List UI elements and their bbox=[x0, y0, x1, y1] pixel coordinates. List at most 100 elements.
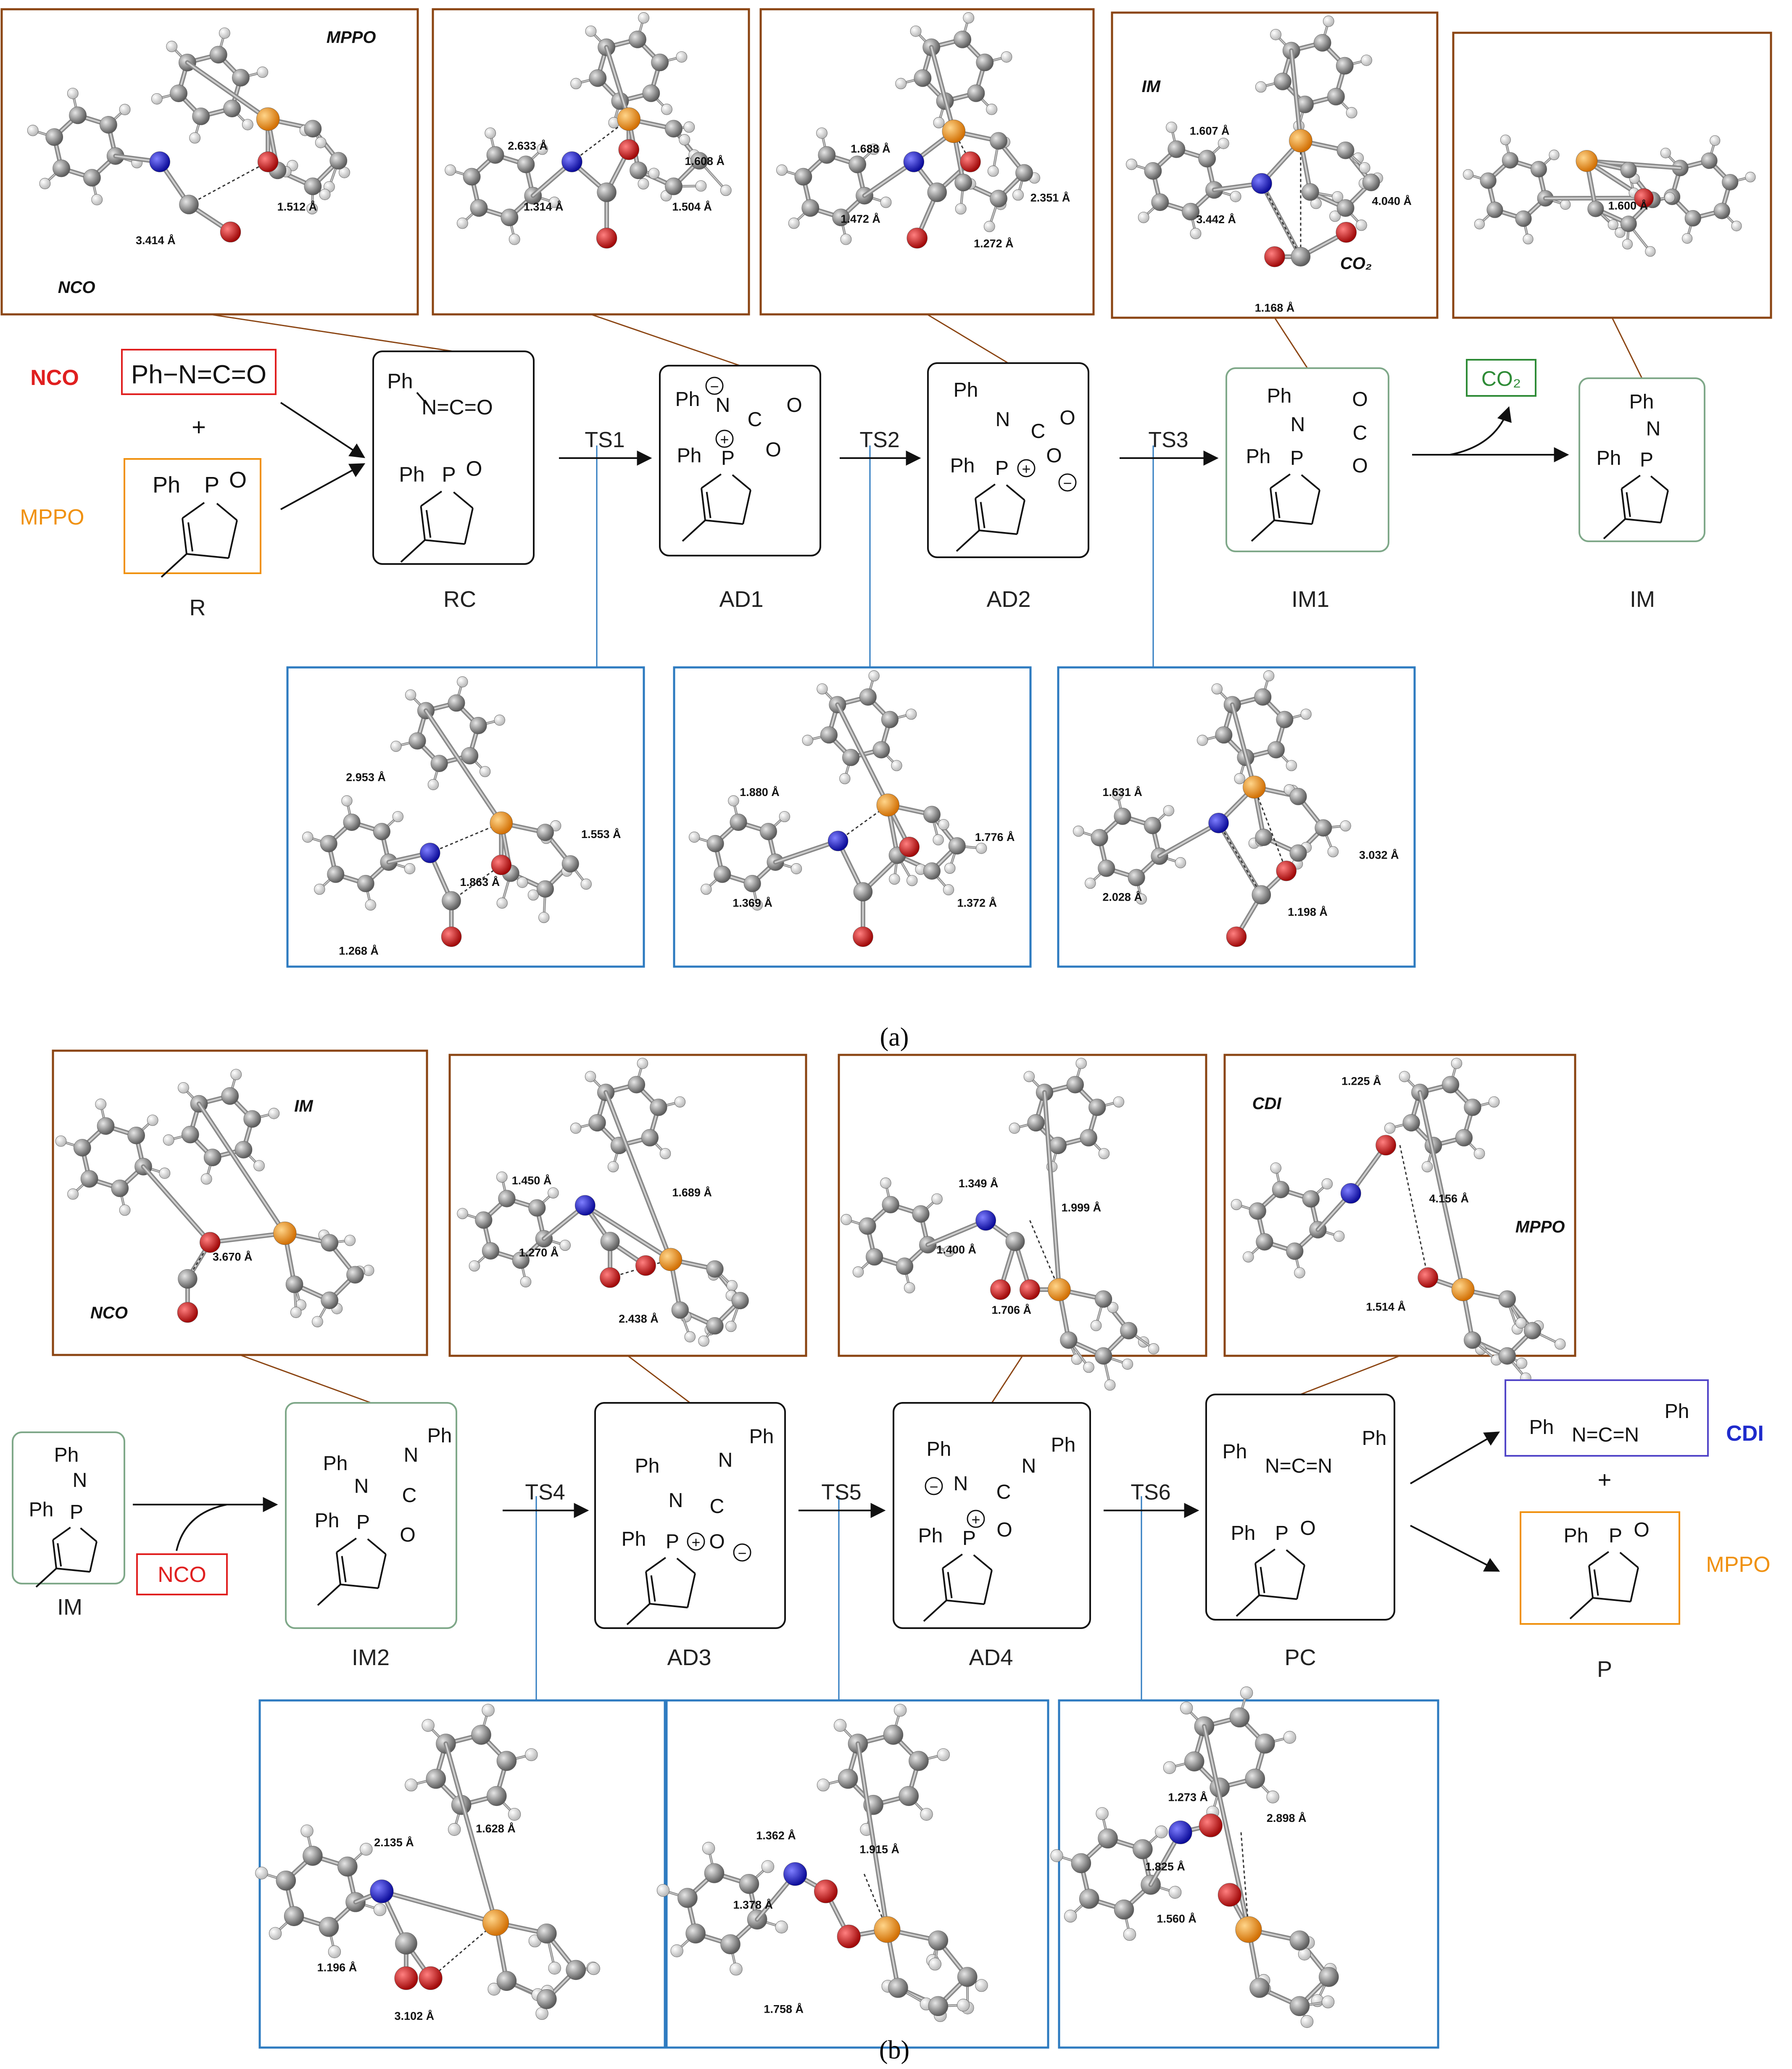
hydrogen-atom bbox=[1211, 683, 1223, 695]
top-geometry-box bbox=[0, 8, 419, 316]
carbon-atom bbox=[430, 755, 448, 772]
nco-add-box bbox=[136, 1553, 228, 1595]
structure-bond bbox=[626, 1603, 651, 1625]
carbon-atom bbox=[1289, 1996, 1310, 2016]
fragment-tag: MPPO bbox=[1515, 1218, 1565, 1236]
phosphorus-atom bbox=[1235, 1916, 1262, 1943]
hydrogen-atom bbox=[895, 78, 907, 90]
cdi-product-box bbox=[1505, 1379, 1709, 1457]
structure-bond bbox=[942, 1553, 963, 1569]
hydrogen-atom bbox=[365, 899, 376, 911]
dashed-contact bbox=[571, 119, 630, 163]
hydrogen-atom bbox=[1240, 1686, 1253, 1700]
structure-text: C bbox=[1353, 422, 1368, 444]
bond-distance-label: 1.198 Å bbox=[1288, 905, 1328, 918]
oxygen-atom bbox=[1634, 188, 1654, 208]
bond-distance-label: 3.032 Å bbox=[1359, 849, 1399, 862]
carbon-atom bbox=[832, 208, 850, 227]
hydrogen-atom bbox=[933, 117, 945, 129]
structure-double-bond bbox=[947, 1572, 953, 1598]
bottom-ts-geometry-box bbox=[258, 1699, 668, 2049]
carbon-atom bbox=[1098, 859, 1115, 877]
hydrogen-atom bbox=[1474, 219, 1485, 229]
bond-highlight bbox=[1419, 1091, 1464, 1291]
fragment-tag: CDI bbox=[1252, 1094, 1282, 1113]
hydrogen-atom bbox=[200, 1173, 212, 1185]
carbon-atom bbox=[706, 1260, 724, 1278]
structure-bond bbox=[1625, 518, 1661, 524]
carbon-atom bbox=[1133, 1839, 1153, 1859]
carbon-atom bbox=[1167, 140, 1186, 158]
oxygen-atom bbox=[1226, 926, 1247, 947]
structure-text: Ph bbox=[1231, 1522, 1256, 1545]
structure-bond bbox=[1592, 1597, 1631, 1602]
oxygen-atom bbox=[1199, 1813, 1223, 1837]
hydrogen-atom bbox=[920, 1808, 933, 1821]
structure-text: Ph bbox=[954, 379, 978, 401]
carbon-atom bbox=[629, 30, 646, 48]
structure-text: Ph bbox=[1597, 447, 1621, 469]
hydrogen-atom bbox=[910, 25, 922, 37]
structure-bond bbox=[1254, 1548, 1275, 1564]
carbon-atom bbox=[276, 1870, 296, 1891]
hydrogen-atom bbox=[1359, 162, 1370, 174]
hydrogen-atom bbox=[496, 1171, 508, 1183]
carbon-atom bbox=[1327, 88, 1345, 105]
bond-highlight bbox=[381, 1890, 497, 1924]
carbon-atom bbox=[327, 865, 345, 883]
structure-bond bbox=[317, 1584, 341, 1606]
structure-bond bbox=[161, 553, 187, 578]
hydrogen-atom bbox=[1660, 148, 1671, 158]
structure-bond bbox=[228, 520, 238, 559]
hydrogen-atom bbox=[638, 12, 649, 24]
structure-text: O bbox=[229, 467, 247, 493]
phosphorus-atom bbox=[874, 1916, 901, 1943]
bond-distance-label: 2.135 Å bbox=[374, 1836, 414, 1849]
bottom-ts-geometry-box bbox=[286, 666, 645, 968]
carbon-atom bbox=[714, 865, 731, 883]
hydrogen-atom bbox=[1107, 1302, 1119, 1313]
hydrogen-atom bbox=[422, 1719, 435, 1732]
carbon-atom bbox=[1088, 1099, 1106, 1116]
carbon-atom bbox=[1362, 174, 1380, 191]
carbon-atom bbox=[1027, 1114, 1045, 1132]
reactant-arrow bbox=[280, 463, 366, 510]
plus-sign: + bbox=[192, 414, 206, 441]
carbon-atom bbox=[1151, 193, 1169, 211]
hydrogen-atom bbox=[548, 1961, 561, 1975]
oxygen-atom bbox=[1418, 1267, 1439, 1288]
phosphorus-atom bbox=[256, 107, 280, 131]
structure-text: N bbox=[1022, 1455, 1036, 1477]
hydrogen-atom bbox=[1608, 219, 1618, 230]
hydrogen-atom bbox=[751, 899, 763, 911]
carbon-atom bbox=[461, 747, 479, 764]
structure-text: Ph bbox=[622, 1528, 646, 1550]
carbon-atom bbox=[100, 116, 117, 134]
structure-bond bbox=[975, 483, 996, 499]
bond-distance-label: 1.168 Å bbox=[1255, 301, 1295, 314]
carbon-atom bbox=[1274, 72, 1291, 90]
carbon-atom bbox=[859, 1217, 876, 1235]
structure-bond bbox=[942, 1568, 947, 1601]
carbon-atom bbox=[1252, 885, 1271, 904]
dashed-contact bbox=[1253, 787, 1287, 871]
carbon-atom bbox=[1336, 57, 1354, 75]
hydrogen-atom bbox=[1615, 227, 1626, 238]
structure-text: C bbox=[1031, 420, 1046, 443]
hydrogen-atom bbox=[255, 1866, 268, 1879]
carbon-atom bbox=[923, 806, 941, 823]
structure-bond bbox=[676, 1558, 696, 1574]
nco-add-label: NCO bbox=[158, 1563, 206, 1587]
structure-bond bbox=[1621, 474, 1641, 490]
structure-text: Ph bbox=[1223, 1441, 1247, 1463]
connector-top bbox=[627, 1355, 690, 1404]
structure-bond bbox=[1270, 488, 1275, 521]
hydrogen-atom bbox=[889, 873, 900, 885]
structure-bond bbox=[701, 473, 722, 489]
structure-bond bbox=[464, 508, 474, 544]
fragment-tag: IM bbox=[1142, 77, 1161, 96]
bond-highlight bbox=[775, 840, 839, 863]
top-geometry-box bbox=[52, 1049, 428, 1356]
hydrogen-atom bbox=[230, 1069, 242, 1080]
